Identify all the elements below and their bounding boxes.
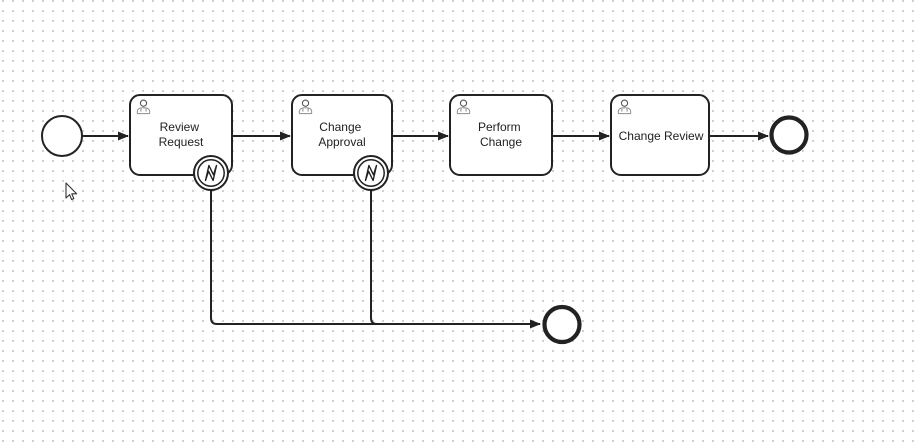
end-event-error[interactable] [542,304,582,345]
task-shape [291,94,393,176]
task-change-approval[interactable]: Change Approval [291,94,393,176]
flow-boundary1-to-error-end[interactable] [210,190,541,329]
end-event-circle [542,304,582,345]
mouse-cursor [65,182,78,201]
task-shape [449,94,553,176]
start-event-circle [41,115,83,157]
task-perform-change[interactable]: Perform Change [449,94,553,176]
task-shape [610,94,710,176]
boundary-event-inner-circle [357,159,385,187]
start-event[interactable] [41,115,83,157]
boundary-event-review-request[interactable] [193,155,229,191]
flow-boundary2-to-error-end[interactable] [370,190,378,325]
task-change-review[interactable]: Change Review [610,94,710,176]
task-label: Change Approval [318,120,365,149]
task-shape [129,94,233,176]
task-label: Review Request [159,120,204,149]
task-review-request[interactable]: Review Request [129,94,233,176]
boundary-event-change-approval[interactable] [353,155,389,191]
end-event-main[interactable] [769,115,809,155]
task-label: Change Review [619,129,704,143]
boundary-event-inner-circle [197,159,225,187]
task-label: Perform Change [478,120,524,149]
end-event-circle [769,115,809,155]
